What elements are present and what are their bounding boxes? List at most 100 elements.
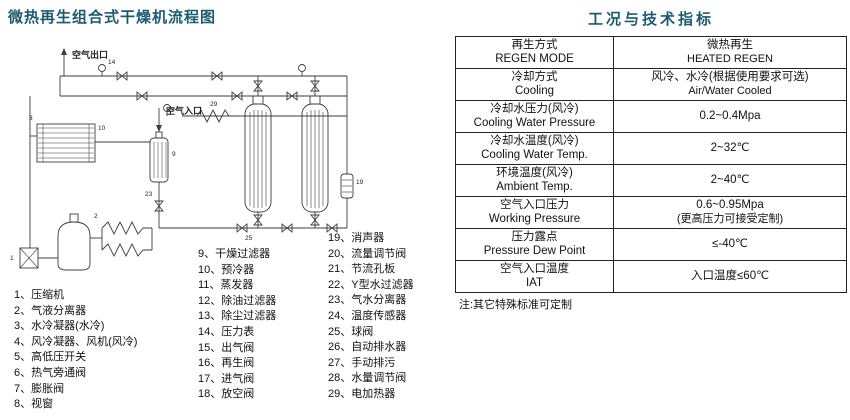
- spec-label: 环境温度(风冷) Ambient Temp.: [455, 164, 614, 197]
- spec-label-en: Working Pressure: [488, 212, 581, 225]
- table-row: 压力露点 Pressure Dew Point ≤-40℃: [455, 228, 847, 261]
- legend-item: 1、压缩机: [14, 289, 65, 301]
- spec-label: 空气入口压力 Working Pressure: [455, 196, 614, 229]
- expansion-coil: [101, 242, 152, 258]
- callout: 14: [108, 59, 116, 66]
- spec-value-line1: 微热再生: [707, 39, 753, 51]
- spec-label-cn: 冷却水压力(风冷): [490, 103, 579, 115]
- legend-item: 11、蒸发器: [198, 279, 254, 292]
- callout: 1: [10, 255, 14, 262]
- legend-item: 6、热气旁通阀: [14, 366, 87, 379]
- diagram-title: 微热再生组合式干燥机流程图: [8, 9, 217, 26]
- pressure-gauge-icon: [98, 64, 106, 77]
- spec-label-cn: 环境温度(风冷): [496, 167, 573, 179]
- spec-label-cn: 空气入口温度: [500, 263, 569, 275]
- legend-item: 14、压力表: [198, 325, 255, 338]
- legend-item: 7、膨胀阀: [14, 382, 65, 395]
- muffler: [340, 173, 354, 199]
- spec-label-cn: 再生方式: [511, 39, 558, 51]
- legend-column-2: 9、干燥过滤器 10、预冷器 11、蒸发器 12、除油过滤器 13、除尘过滤器 14、压力…: [198, 247, 276, 403]
- legend-item: 9、干燥过滤器: [198, 248, 271, 260]
- legend-item: 13、除尘过滤器: [198, 310, 277, 323]
- heat-exchanger: [36, 123, 96, 163]
- spec-value-line1: 2~32℃: [710, 141, 750, 154]
- legend-item: 8、视窗: [14, 398, 54, 411]
- spec-value: 微热再生 HEATED REGEN: [613, 36, 847, 69]
- spec-value-line1: 0.2~0.4Mpa: [699, 109, 761, 122]
- spec-label: 压力露点 Pressure Dew Point: [455, 228, 614, 261]
- table-row: 冷却水温度(风冷) Cooling Water Temp. 2~32℃: [455, 132, 847, 165]
- air-outlet-label: 空气出口: [72, 49, 108, 60]
- pressure-gauge-icon: [298, 64, 306, 77]
- legend-item: 3、水冷凝器(水冷): [14, 320, 105, 333]
- spec-label: 冷却水压力(风冷) Cooling Water Pressure: [455, 100, 614, 133]
- legend-item: 16、再生阀: [198, 357, 255, 370]
- spec-label-en: Pressure Dew Point: [483, 244, 586, 257]
- tower-nozzle: [252, 95, 264, 105]
- legend-item: 2、气液分离器: [14, 304, 87, 317]
- exchanger-tubes: [38, 124, 94, 162]
- legend-item: 5、高低压开关: [14, 351, 87, 364]
- legend-item: 24、温度传感器: [328, 309, 407, 322]
- legend-item: 20、流量调节阀: [328, 247, 407, 260]
- separator-vessel: [57, 221, 91, 271]
- vessel-cap: [69, 213, 79, 223]
- tower-nozzle: [309, 95, 321, 105]
- spec-label-cn: 压力露点: [511, 231, 558, 243]
- spec-value-line1: 0.6~0.95Mpa: [696, 199, 764, 211]
- callout: 23: [145, 191, 153, 198]
- spec-label: 冷却水温度(风冷) Cooling Water Temp.: [455, 132, 614, 165]
- table-row: 环境温度(风冷) Ambient Temp. 2~40℃: [455, 164, 847, 197]
- spec-label: 再生方式 REGEN MODE: [455, 36, 614, 69]
- bypass-coil: [101, 220, 152, 236]
- table-row: 冷却方式 Cooling 风冷、水冷(根据使用要求可选) Air/Water C…: [455, 68, 847, 101]
- spec-value-line1: 入口温度≤60℃: [690, 269, 770, 282]
- table-row: 空气入口压力 Working Pressure 0.6~0.95Mpa (更高压…: [455, 196, 847, 229]
- spec-value: 0.6~0.95Mpa (更高压力可接受定制): [613, 196, 847, 229]
- spec-value-line2: (更高压力可接受定制): [676, 212, 784, 225]
- table-row: 冷却水压力(风冷) Cooling Water Pressure 0.2~0.4…: [455, 100, 847, 133]
- callout: 3: [29, 115, 33, 122]
- callout: 10: [98, 125, 106, 132]
- spec-label-en: Cooling: [515, 84, 554, 97]
- callout: 9: [172, 151, 176, 158]
- callout: 19: [356, 179, 364, 186]
- legend-item: 21、节流孔板: [328, 263, 396, 276]
- spec-label-en: REGEN MODE: [495, 52, 574, 65]
- spec-value-line1: 风冷、水冷(根据使用要求可选): [651, 71, 809, 83]
- spec-label: 空气入口温度 IAT: [455, 260, 614, 293]
- spec-value: 风冷、水冷(根据使用要求可选) Air/Water Cooled: [613, 68, 847, 101]
- spec-label-en: Cooling Water Pressure: [473, 116, 596, 129]
- spec-label-en: Cooling Water Temp.: [481, 148, 588, 161]
- spec-label: 冷却方式 Cooling: [455, 68, 614, 101]
- legend-item: 4、风冷凝器、风机(风冷): [14, 335, 138, 348]
- legend-item: 29、电加热器: [328, 387, 396, 400]
- spec-value: 2~40℃: [613, 164, 847, 197]
- callout: 2: [94, 213, 98, 220]
- spec-value-line2: HEATED REGEN: [687, 52, 773, 65]
- callout: 29: [210, 101, 218, 108]
- prefilter: [149, 137, 169, 183]
- flow-diagram: 空气出口 空气入口 1 2 3 10 9 14 19 23 25 29: [10, 48, 364, 271]
- legend-item: 10、预冷器: [198, 263, 255, 276]
- legend-item: 17、进气阀: [198, 372, 255, 385]
- legend-item: 18、放空阀: [198, 388, 255, 401]
- air-inlet-label: 空气入口: [166, 105, 202, 116]
- spec-value: 入口温度≤60℃: [613, 260, 847, 293]
- arrow-up-icon: [61, 48, 67, 55]
- legend-item: 26、自动排水器: [328, 341, 407, 354]
- filter-hatch: [153, 142, 167, 178]
- legend-column-1: 1、压缩机 2、气液分离器 3、水冷凝器(水冷) 4、风冷凝器、风机(风冷) 5、高低压…: [14, 288, 137, 413]
- table-note: 注:其它特殊标准可定制: [459, 299, 573, 311]
- legend-item: 19、消声器: [328, 232, 385, 244]
- table-row: 空气入口温度 IAT 入口温度≤60℃: [455, 260, 847, 293]
- compressor-line: [19, 247, 39, 269]
- legend-item: 15、出气阀: [198, 341, 255, 354]
- spec-value: 0.2~0.4Mpa: [613, 100, 847, 133]
- spec-label-cn: 冷却方式: [511, 71, 558, 83]
- legend-item: 12、除油过滤器: [198, 294, 277, 307]
- table-row: 再生方式 REGEN MODE 微热再生 HEATED REGEN: [455, 36, 847, 69]
- spec-label-en: IAT: [525, 276, 544, 289]
- callout: 25: [245, 235, 253, 242]
